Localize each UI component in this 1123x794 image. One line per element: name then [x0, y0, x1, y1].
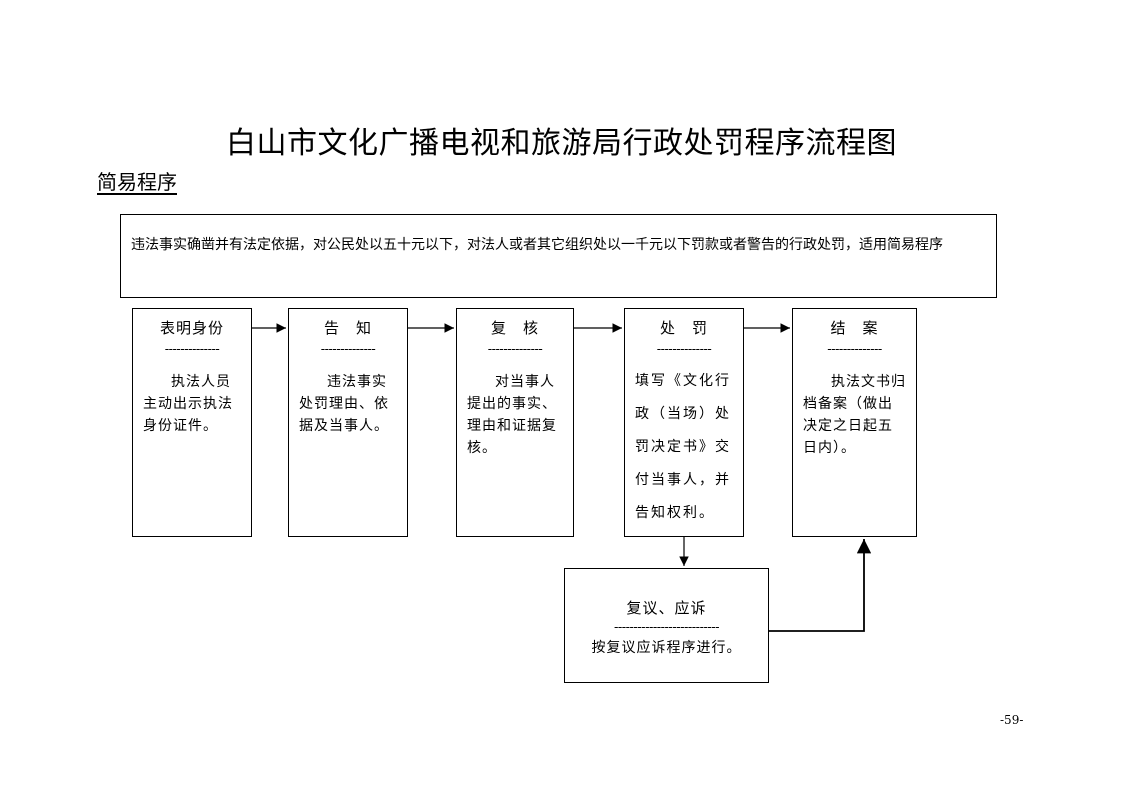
step-body: 违法事实处罚理由、依据及当事人。	[299, 374, 389, 434]
step-body: 执法人员主动出示执法身份证件。	[143, 374, 233, 434]
step-body: 填写《文化行政（当场）处罚决定书》交付当事人，并告知权利。	[635, 373, 731, 521]
step-title: 结 案	[830, 319, 879, 337]
step-box-identify: 表明身份 -------------- 执法人员主动出示执法身份证件。	[132, 308, 252, 537]
section-subtitle: 简易程序	[97, 170, 177, 194]
step-box-penalty: 处 罚 -------------- 填写《文化行政（当场）处罚决定书》交付当事…	[624, 308, 744, 537]
step-divider: --------------	[487, 342, 543, 357]
intro-box: 违法事实确凿并有法定依据，对公民处以五十元以下，对法人或者其它组织处以一千元以下…	[120, 214, 997, 298]
page-number: -59-	[1000, 713, 1024, 727]
step-box-close: 结 案 -------------- 执法文书归档备案（做出决定之日起五日内）。	[792, 308, 917, 537]
step-title: 告 知	[323, 319, 372, 337]
step-body: 对当事人提出的事实、理由和证据复核。	[467, 374, 557, 456]
step-body: 执法文书归档备案（做出决定之日起五日内）。	[803, 374, 906, 456]
intro-text: 违法事实确凿并有法定依据，对公民处以五十元以下，对法人或者其它组织处以一千元以下…	[131, 237, 943, 253]
step-title: 复 核	[490, 319, 539, 337]
step-box-review: 复 核 -------------- 对当事人提出的事实、理由和证据复核。	[456, 308, 574, 537]
step-divider: --------------	[164, 342, 220, 357]
step-divider: --------------	[320, 342, 376, 357]
step-divider: --------------	[827, 342, 882, 357]
appeal-body: 按复议应诉程序进行。	[591, 640, 742, 656]
appeal-box: 复议、应诉 --------------------------- 按复议应诉程…	[564, 568, 769, 683]
page-title: 白山市文化广播电视和旅游局行政处罚程序流程图	[226, 126, 897, 161]
step-divider: --------------	[656, 342, 712, 357]
step-title: 表明身份	[159, 319, 224, 337]
arrow-appeal-to-close	[769, 539, 872, 632]
appeal-title: 复议、应诉	[626, 599, 707, 617]
appeal-divider: ---------------------------	[613, 620, 720, 635]
step-box-notify: 告 知 -------------- 违法事实处罚理由、依据及当事人。	[288, 308, 408, 537]
step-title: 处 罚	[659, 319, 708, 337]
